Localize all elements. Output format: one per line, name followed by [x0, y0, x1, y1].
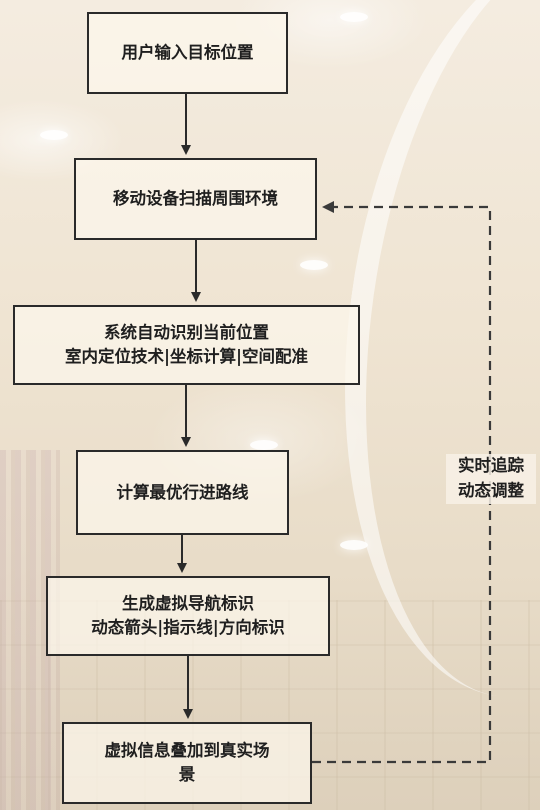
- step-label-continued: 景: [178, 765, 196, 784]
- ceiling-light: [340, 12, 368, 22]
- ceiling-light: [40, 130, 68, 140]
- ceiling-light: [250, 440, 278, 450]
- step-overlay-scene-box: 虚拟信息叠加到真实场 景: [62, 722, 312, 804]
- step-label: 计算最优行进路线: [116, 482, 249, 502]
- step-sublabel: 室内定位技术|坐标计算|空间配准: [64, 347, 309, 366]
- step-label: 用户输入目标位置: [121, 43, 254, 63]
- ceiling-light: [340, 540, 368, 550]
- ceiling-light: [300, 260, 328, 270]
- feedback-label: 实时追踪 动态调整: [446, 454, 536, 504]
- step-label: 虚拟信息叠加到真实场: [104, 741, 270, 761]
- step-label: 移动设备扫描周围环境: [113, 189, 278, 209]
- step-generate-markers-box: 生成虚拟导航标识 动态箭头|指示线|方向标识: [46, 576, 330, 656]
- feedback-label-line1: 实时追踪: [458, 456, 524, 475]
- step-locate-position-box: 系统自动识别当前位置 室内定位技术|坐标计算|空间配准: [13, 305, 360, 385]
- feedback-label-line2: 动态调整: [458, 480, 524, 500]
- step-sublabel: 动态箭头|指示线|方向标识: [91, 618, 285, 637]
- step-compute-route-box: 计算最优行进路线: [76, 450, 289, 535]
- step-enter-target-box: 用户输入目标位置: [87, 12, 288, 94]
- step-scan-environment-box: 移动设备扫描周围环境: [74, 158, 317, 240]
- step-label: 系统自动识别当前位置: [104, 323, 269, 343]
- step-label: 生成虚拟导航标识: [122, 594, 254, 614]
